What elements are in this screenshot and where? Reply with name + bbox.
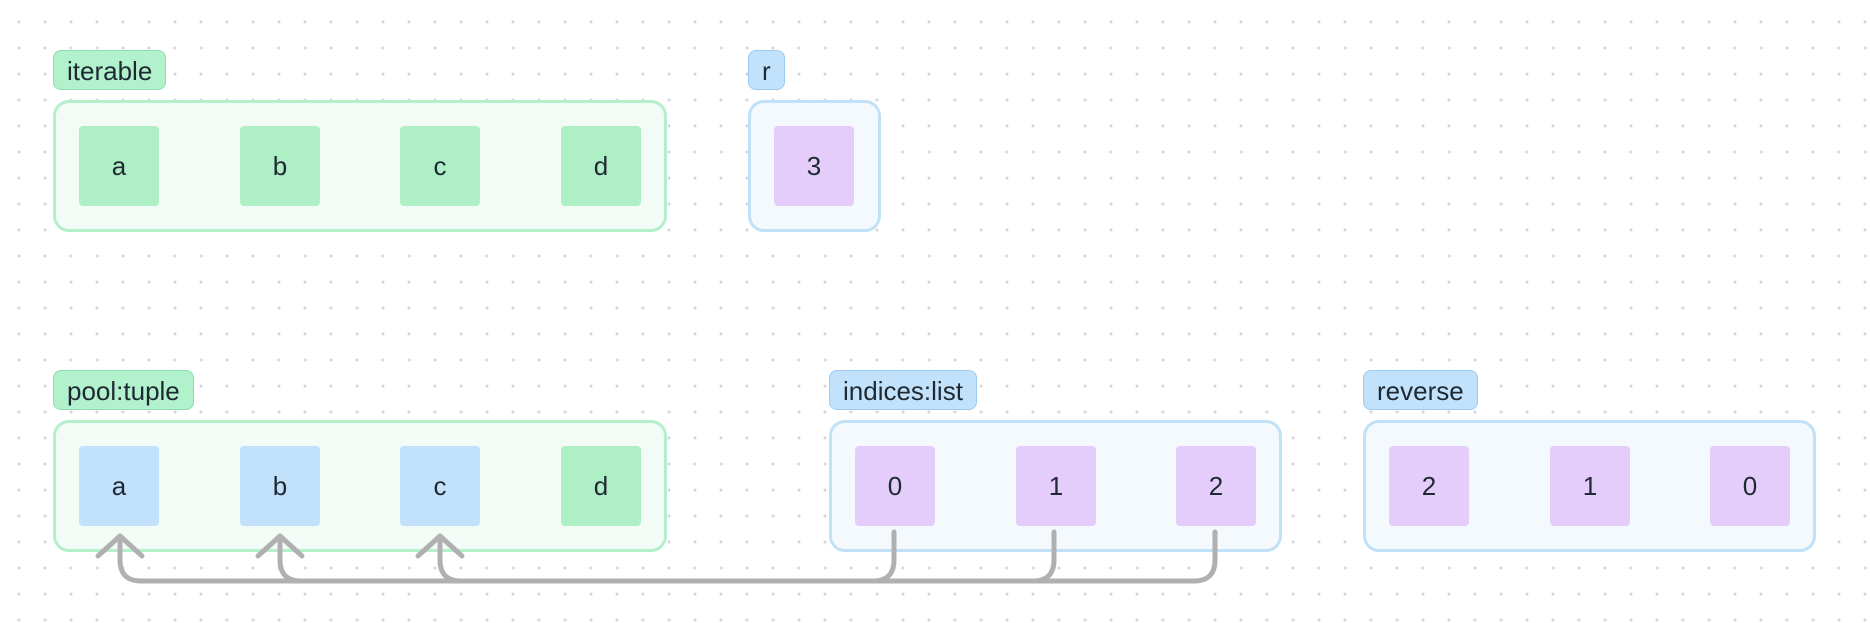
indices-cell: 0	[855, 446, 935, 526]
reverse-cell: 0	[1710, 446, 1790, 526]
reverse-cell: 2	[1389, 446, 1469, 526]
r-frame: 3	[748, 100, 881, 232]
reverse-cell: 1	[1550, 446, 1630, 526]
pool-cell: b	[240, 446, 320, 526]
pool-frame: a b c d	[53, 420, 667, 552]
iterable-cell: c	[400, 126, 480, 206]
pool-cell: a	[79, 446, 159, 526]
r-cell: 3	[774, 126, 854, 206]
indices-frame: 0 1 2	[829, 420, 1282, 552]
indices-cell: 2	[1176, 446, 1256, 526]
indices-cell: 1	[1016, 446, 1096, 526]
reverse-label: reverse	[1363, 370, 1478, 410]
pool-cell: c	[400, 446, 480, 526]
r-label: r	[748, 50, 785, 90]
iterable-cell: b	[240, 126, 320, 206]
iterable-cell: d	[561, 126, 641, 206]
iterable-frame: a b c d	[53, 100, 667, 232]
pool-cell: d	[561, 446, 641, 526]
iterable-label: iterable	[53, 50, 167, 90]
iterable-cell: a	[79, 126, 159, 206]
reverse-frame: 2 1 0	[1363, 420, 1816, 552]
indices-label: indices:list	[829, 370, 977, 410]
pool-label: pool:tuple	[53, 370, 194, 410]
